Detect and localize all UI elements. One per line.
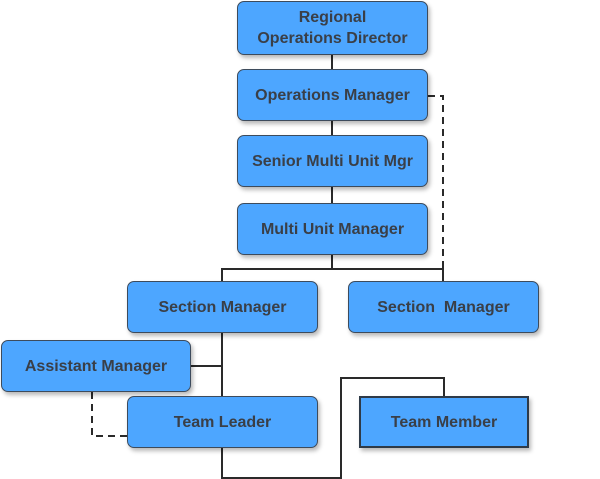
node-label: Assistant Manager bbox=[24, 357, 168, 375]
connector-multi-unit-to-section-manager-right bbox=[332, 268, 444, 281]
node-team-leader[interactable]: Team Leader bbox=[127, 396, 318, 448]
node-team-member[interactable]: Team Member bbox=[359, 396, 529, 448]
connector-multi-unit-to-section-managers bbox=[221, 255, 333, 281]
node-section-manager-left[interactable]: Section Manager bbox=[127, 281, 318, 333]
node-regional-operations-director[interactable]: Regional Operations Director bbox=[237, 1, 428, 55]
connector-assistant-dotted-to-team-leader bbox=[91, 392, 127, 437]
node-label: Senior Multi Unit Mgr bbox=[252, 152, 413, 170]
node-assistant-manager[interactable]: Assistant Manager bbox=[1, 340, 191, 392]
node-label: Team Leader bbox=[173, 413, 272, 431]
node-label-line: Regional bbox=[298, 9, 367, 26]
node-senior-multi-unit-mgr[interactable]: Senior Multi Unit Mgr bbox=[237, 135, 428, 187]
node-label: Regional Operations Director bbox=[257, 7, 407, 49]
node-multi-unit-manager[interactable]: Multi Unit Manager bbox=[237, 203, 428, 255]
node-section-manager-right[interactable]: Section Manager bbox=[348, 281, 539, 333]
node-label: Multi Unit Manager bbox=[260, 220, 405, 238]
connector-ops-manager-dotted-to-section-manager bbox=[428, 95, 444, 269]
node-operations-manager[interactable]: Operations Manager bbox=[237, 69, 428, 121]
node-label: Section Manager bbox=[377, 298, 510, 316]
node-label-line: Operations Director bbox=[257, 30, 408, 47]
node-label: Operations Manager bbox=[255, 86, 410, 104]
connector-team-leader-to-team-member bbox=[221, 377, 445, 479]
node-label: Section Manager bbox=[158, 298, 287, 316]
node-label: Team Member bbox=[390, 413, 498, 431]
